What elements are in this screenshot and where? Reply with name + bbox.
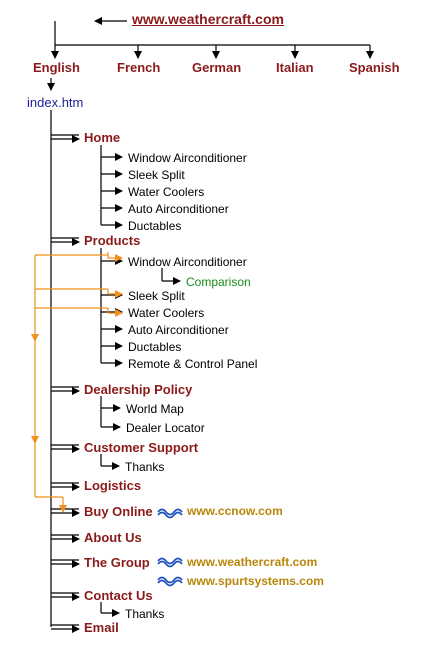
buy-online-external-link[interactable]: www.ccnow.com <box>187 504 283 518</box>
section-buy-online[interactable]: Buy Online <box>84 504 153 519</box>
support-contact-branches <box>100 454 120 617</box>
home-item-auto-ac[interactable]: Auto Airconditioner <box>128 202 229 216</box>
products-item-ductables[interactable]: Ductables <box>128 340 182 354</box>
group-external-link-spurtsystems[interactable]: www.spurtsystems.com <box>187 574 324 588</box>
products-item-water-coolers[interactable]: Water Coolers <box>128 306 205 320</box>
section-logistics[interactable]: Logistics <box>84 478 142 493</box>
language-german[interactable]: German <box>192 60 242 75</box>
cross-links <box>31 252 123 513</box>
section-products[interactable]: Products <box>84 233 141 248</box>
products-item-window-ac[interactable]: Window Airconditioner <box>128 255 247 269</box>
dealership-item-dealer-locator[interactable]: Dealer Locator <box>126 421 205 435</box>
home-item-sleek-split[interactable]: Sleek Split <box>128 168 185 182</box>
section-customer-support[interactable]: Customer Support <box>84 440 199 455</box>
section-contact-us[interactable]: Contact Us <box>84 588 153 603</box>
section-arrows <box>51 134 80 633</box>
group-external-link-weathercraft[interactable]: www.weathercraft.com <box>187 555 318 569</box>
products-item-sleek-split[interactable]: Sleek Split <box>128 289 185 303</box>
site-link[interactable]: www.weathercraft.com <box>132 11 284 27</box>
site-to-languages-connector <box>47 17 374 91</box>
language-spanish[interactable]: Spanish <box>349 60 400 75</box>
products-item-auto-ac[interactable]: Auto Airconditioner <box>128 323 229 337</box>
products-item-remote-control-panel[interactable]: Remote & Control Panel <box>128 357 258 371</box>
section-email[interactable]: Email <box>84 620 119 635</box>
home-item-water-coolers[interactable]: Water Coolers <box>128 185 205 199</box>
section-about-us[interactable]: About Us <box>84 530 142 545</box>
language-french[interactable]: French <box>117 60 161 75</box>
section-dealership-policy[interactable]: Dealership Policy <box>84 382 193 397</box>
home-item-ductables[interactable]: Ductables <box>128 219 182 233</box>
index-page-link[interactable]: index.htm <box>27 95 84 110</box>
contact-item-thanks[interactable]: Thanks <box>125 607 165 621</box>
section-home[interactable]: Home <box>84 130 121 145</box>
products-comparison-link[interactable]: Comparison <box>186 275 251 289</box>
home-branches <box>100 145 123 229</box>
section-the-group[interactable]: The Group <box>84 555 150 570</box>
external-link-waves <box>157 508 183 587</box>
language-italian[interactable]: Italian <box>276 60 314 75</box>
dealership-branches <box>100 396 121 431</box>
language-english[interactable]: English <box>33 60 80 75</box>
home-item-window-ac[interactable]: Window Airconditioner <box>128 151 247 165</box>
support-item-thanks[interactable]: Thanks <box>125 460 165 474</box>
dealership-item-world-map[interactable]: World Map <box>126 402 184 416</box>
